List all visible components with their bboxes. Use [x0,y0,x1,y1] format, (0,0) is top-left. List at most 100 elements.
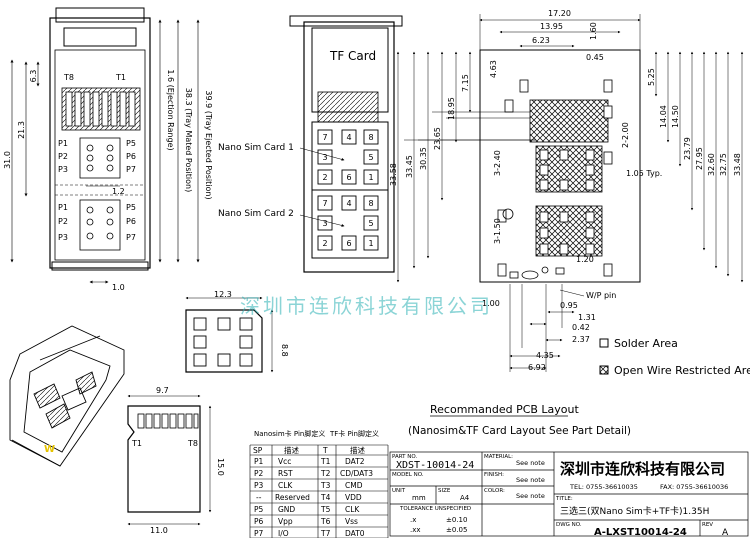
wp-pin-label: W/P pin [586,291,616,300]
dim-14-50: 14.50 [671,105,680,128]
dim-0-95: 0.95 [560,301,578,310]
unit-value: mm [412,494,426,502]
nano-pad: 5 [197,356,202,365]
tf-dim-bottom: 11.0 [150,526,168,535]
drawing-title: 三选三(双Nano Sim卡+TF卡)1.35H [560,505,709,517]
nano-pad: 4 [221,356,226,365]
pad-label: 1 [368,239,373,248]
nano-pad: 6 [197,338,202,347]
unit-label: UNIT [392,488,406,494]
pcb-dim-lines [396,14,744,372]
dim-13-95: 13.95 [540,22,563,31]
nano-sim1-label: Nano Sim Card 1 [218,143,294,153]
pin-table-head-nano: Nanosim卡 Pin脚定义 [254,429,325,438]
tf-dim-h: 15.0 [216,458,225,476]
table-cell: P5 [254,505,264,514]
pad-label: 3 [322,153,327,162]
table-cell: GND [278,505,295,514]
label-p7: P7 [126,165,136,174]
dim-3-1-50: 3-1.50 [493,218,502,244]
dim-14-04: 14.04 [659,105,668,128]
nano-pad: 8 [243,320,248,329]
pad-label: 7 [322,133,327,142]
dim-32-60: 32.60 [707,153,716,176]
table-cell: I/O [278,529,289,538]
iso-view [9,325,125,467]
nano-dim-w: 12.3 [214,290,232,299]
tray-cards-view [289,15,403,273]
iso-mark: W [44,444,55,455]
tray-dim-text: 6.3 21.3 31.0 1.6 (Ejection Range) 38.3 … [3,69,213,292]
finish-label: FINISH: [484,472,504,478]
dim-3-2-40: 3-2.40 [493,150,502,176]
dwg-label: DWG NO. [556,522,582,528]
dim-2-37: 2.37 [572,335,590,344]
dim-1-60: 1.60 [589,22,598,40]
table-cell: CD/DAT3 [340,469,373,478]
table-cell: T6 [320,517,331,526]
pin-table: Nanosim卡 Pin脚定义 TF卡 Pin脚定义 SP 描述 T 描述 P1… [249,429,389,538]
tol-xx-val: ±0.05 [446,526,467,534]
dim-4-63: 4.63 [489,60,498,78]
nano-pad: 1 [243,356,248,365]
label-p1: P1 [58,139,68,148]
size-value: A4 [460,494,470,502]
table-cell: T7 [320,529,331,538]
tolerance-label: TOLERANCE UNSPECIFIED [399,506,471,512]
table-cell: T5 [320,505,331,514]
pad-label: 4 [346,133,351,142]
tf-pin-t1: T1 [131,439,142,448]
table-cell: P7 [254,529,264,538]
label-p1b: P1 [58,203,68,212]
legend-solder: Solder Area [614,337,678,350]
dim-1-2: 1.2 [112,187,125,196]
table-cell: T1 [320,457,331,466]
pad-label: 3 [322,219,327,228]
layout-title: Recommanded PCB Layout [430,403,580,416]
label-t1: T1 [115,73,126,82]
rev-label: REV [702,522,713,528]
pad-label: 2 [322,239,327,248]
tray-top-view [49,7,151,271]
nano-pad: 2 [243,338,248,347]
title-block: PART NO. MODEL NO. UNIT SIZE TOLERANCE U… [389,451,749,538]
table-cell: -- [256,493,262,502]
table-cell: Reserved [275,493,310,502]
nano-pad: 7 [197,320,202,329]
table-cell: CMD [345,481,363,490]
label-p5b: P5 [126,203,136,212]
pad-label: 2 [322,173,327,182]
dim-1-0: 1.0 [112,283,125,292]
dim-mated: 38.3 (Tray Mated Position) [184,88,193,192]
label-p7b: P7 [126,233,136,242]
pcb-dim-text: 17.20 13.95 6.23 1.60 0.45 4.63 7.15 18.… [389,9,742,372]
nano-sim2-pads: 7 4 8 3 5 2 6 1 [317,195,379,251]
part-no-label: PART NO. [392,454,417,460]
table-cell: P6 [254,517,264,526]
pad-label: 8 [368,199,373,208]
drawing-number: A-LXST10014-24 [594,527,687,538]
size-label: SIZE [438,488,451,494]
dim-1-20: 1.20 [576,255,594,264]
table-cell: T4 [320,493,331,502]
dim-7-15: 7.15 [461,74,470,92]
pad-label: 6 [346,239,351,248]
company-fax: FAX: 0755-36610036 [660,483,728,491]
watermark: 深圳市连欣科技有限公司 [240,294,493,318]
dim-21-3: 21.3 [17,121,26,139]
table-cell: T3 [320,481,331,490]
table-cell: P2 [254,469,264,478]
dim-0-42: 0.42 [572,323,590,332]
revision: A [722,528,729,538]
table-cell: Vss [345,517,358,526]
dim-33-58: 33.58 [389,163,398,186]
dim-6-23: 6.23 [532,36,550,45]
pcb-outline [479,49,641,283]
model-label: MODEL NO. [392,472,424,478]
table-cell: P3 [254,481,264,490]
pad-label: 1 [368,173,373,182]
pin-col-desc: 描述 [284,445,299,455]
dim-23-79: 23.79 [683,137,692,160]
nano-sim2-label: Nano Sim Card 2 [218,209,294,219]
legend-wire: Open Wire Restricted Area [614,364,750,377]
